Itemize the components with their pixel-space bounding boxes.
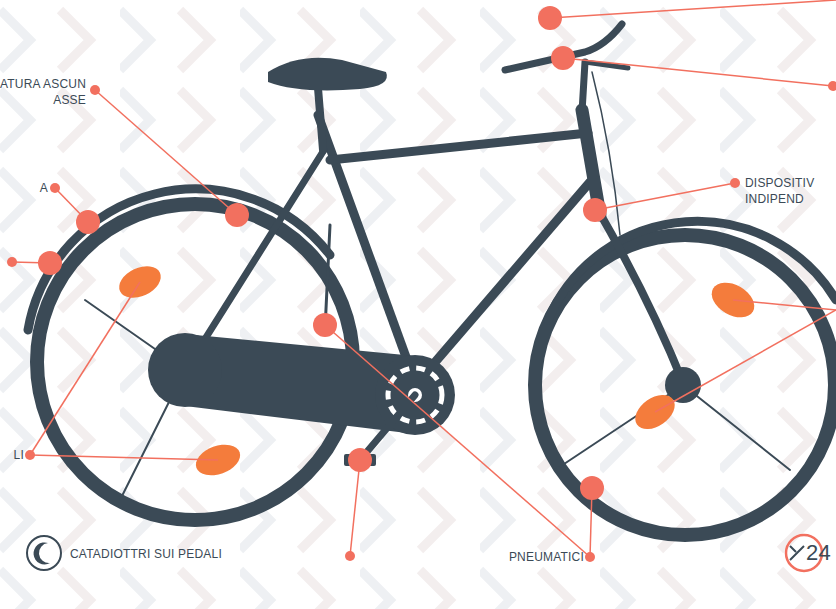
part-label: CATADIOTTRI SUI PEDALI — [70, 546, 340, 562]
part-label: PNEUMATICI — [498, 549, 584, 565]
bicycle-solid-parts — [148, 58, 701, 466]
bicycle — [28, 24, 836, 535]
moon-symbol — [34, 542, 50, 564]
tool-symbol — [790, 546, 804, 560]
callout-dots — [7, 6, 836, 562]
night-icon — [27, 536, 61, 570]
crank — [360, 395, 415, 460]
leader-lines — [12, 0, 836, 557]
part-label: LI — [0, 447, 24, 463]
part-label: DISPOSITIV INDIPEND — [745, 175, 835, 207]
part-label: ATURA ASCUN ASSE — [0, 76, 86, 108]
page-number: 24 — [806, 540, 836, 566]
spoke-reflectors — [114, 260, 760, 481]
part-label: A — [0, 180, 48, 196]
